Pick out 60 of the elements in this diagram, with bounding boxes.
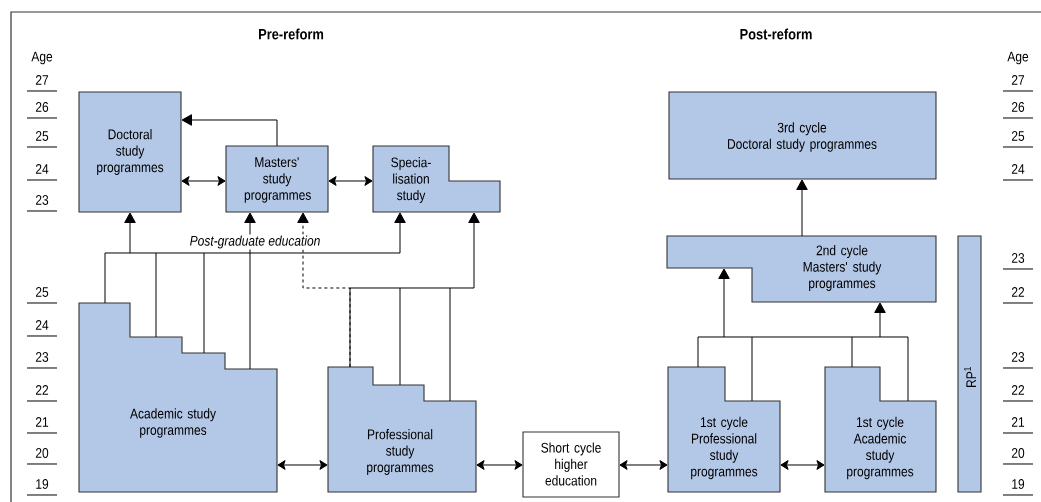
connector-line [155, 252, 157, 338]
age-number: 25 [26, 131, 58, 148]
double-arrow [619, 460, 668, 470]
programme-box: Professional study programmes [327, 366, 477, 493]
connector-line [723, 336, 881, 338]
connector-line [751, 336, 753, 402]
double-arrow [277, 460, 328, 470]
programme-box: 1st cycle Professional study programmes [667, 366, 781, 493]
programme-box: 3rd cycle Doctoral study programmes [668, 91, 937, 180]
age-number: 25 [1002, 131, 1034, 148]
double-arrow [181, 176, 226, 186]
age-number: 24 [26, 320, 58, 337]
age-number: 23 [26, 195, 58, 212]
age-number: 19 [26, 479, 58, 496]
connector-line [851, 336, 853, 368]
arrow [181, 114, 278, 147]
programme-box: Short cycle higher education [522, 431, 620, 498]
programme-box: Academic study programmes [78, 302, 278, 493]
axis-label: Age [31, 51, 53, 65]
arrow [697, 268, 730, 368]
connector-line [449, 287, 451, 402]
vertical-bar: RP$^{1}$ [957, 235, 982, 493]
age-number: 21 [1002, 417, 1034, 434]
age-number: 24 [26, 164, 58, 181]
arrow [203, 212, 406, 354]
age-number: 27 [1002, 75, 1034, 92]
programme-box: Doctoral study programmes [78, 91, 182, 213]
age-number: 22 [1002, 287, 1034, 304]
section-title: Post-reform [740, 28, 812, 40]
age-number: 26 [1002, 102, 1034, 119]
arrow [796, 179, 808, 237]
axis-label: Age [1007, 51, 1029, 65]
programme-box: Specia- lisation study [372, 145, 501, 213]
programme-box: Masters' study programmes [225, 145, 329, 213]
age-number: 24 [1002, 164, 1034, 181]
age-number: 21 [26, 417, 58, 434]
programme-box: 1st cycle Academic study programmes [824, 366, 937, 493]
programme-box: 2nd cycle Masters' study programmes [666, 235, 937, 303]
group-label: Post-graduate education [188, 234, 322, 250]
connector-line [129, 252, 205, 254]
age-number: 20 [26, 448, 58, 465]
age-number: 26 [26, 102, 58, 119]
arrow [349, 212, 480, 368]
section-title: Pre-reform [259, 28, 324, 40]
age-number: 23 [26, 352, 58, 369]
connector-line [399, 287, 401, 386]
arrow [874, 302, 909, 402]
age-number: 23 [1002, 352, 1034, 369]
age-number: 20 [1002, 448, 1034, 465]
age-number: 19 [1002, 479, 1034, 496]
age-number: 22 [1002, 385, 1034, 402]
double-arrow [328, 176, 373, 186]
double-arrow [476, 460, 523, 470]
arrow [244, 212, 256, 370]
age-number: 27 [26, 75, 58, 92]
double-arrow [780, 460, 825, 470]
age-number: 22 [26, 385, 58, 402]
arrow [104, 212, 136, 304]
age-number: 23 [1002, 253, 1034, 270]
age-number: 25 [26, 287, 58, 304]
